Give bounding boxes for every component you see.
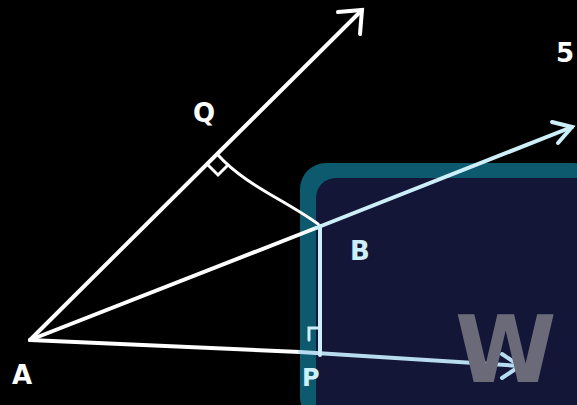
ray-line (316, 127, 572, 228)
ray-line (30, 228, 316, 340)
arrow-head (338, 10, 362, 34)
right-angle-mark (208, 165, 228, 175)
point-label: A (12, 362, 32, 388)
ray-line (30, 340, 300, 352)
point-label: B (350, 238, 370, 264)
ray-line (30, 10, 362, 340)
perpendicular-line (218, 155, 318, 224)
logo-letter: W (455, 305, 556, 397)
corner-number: 5 (556, 40, 574, 66)
arrow-head (552, 122, 572, 143)
perpendicular-line (318, 226, 322, 355)
point-label: P (302, 366, 320, 390)
point-label: Q (193, 100, 215, 126)
right-angle-mark (309, 328, 320, 340)
